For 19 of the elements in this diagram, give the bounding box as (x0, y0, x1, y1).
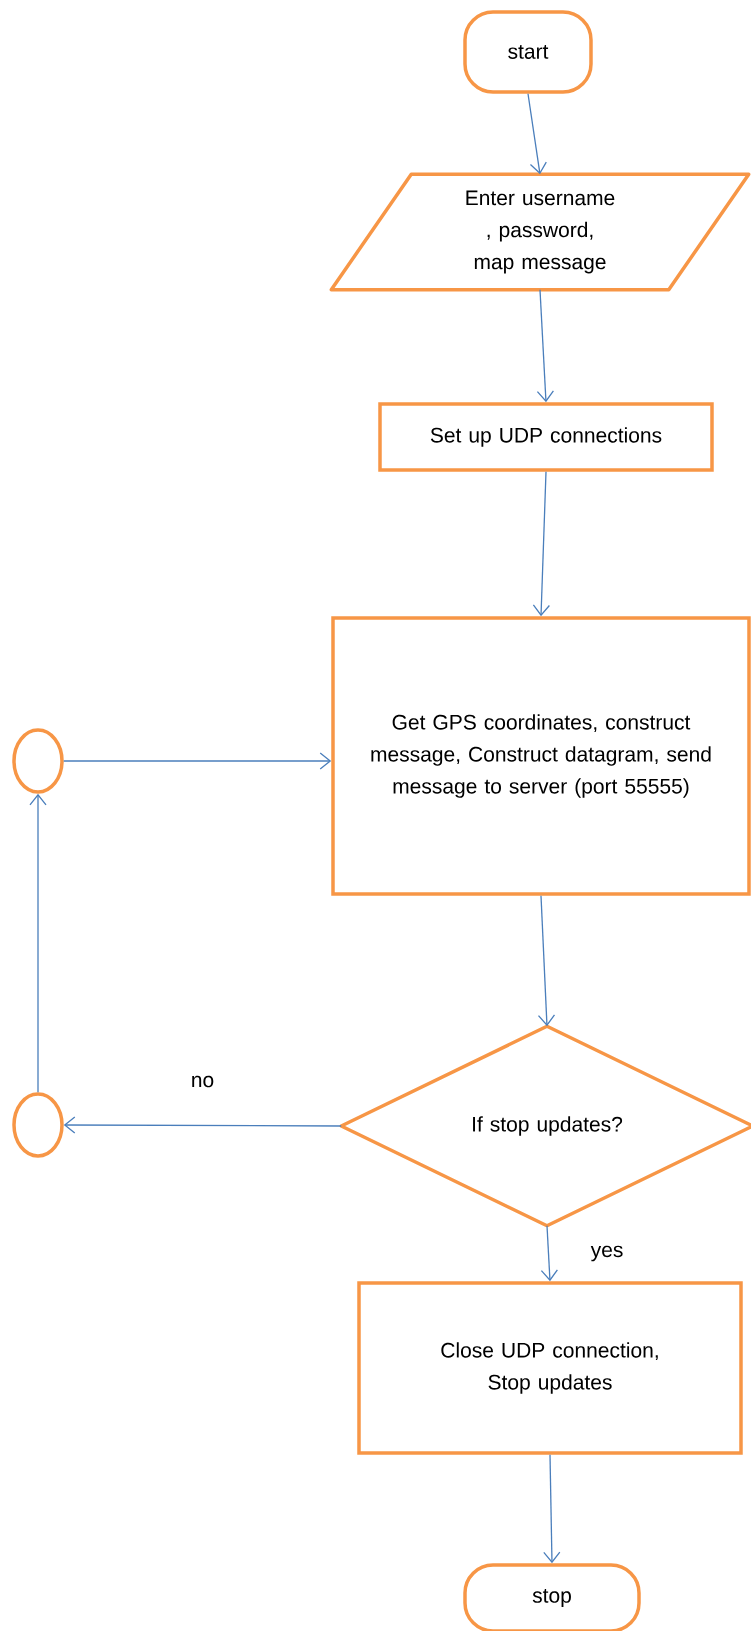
arrow (63, 752, 332, 770)
arrow (537, 895, 556, 1027)
edge-label: yes (588, 1243, 626, 1264)
connector-circle (12, 1092, 64, 1158)
arrow (536, 289, 555, 403)
terminal-box: start (463, 10, 593, 94)
input-parallelogram: Enter username , password, map message (329, 172, 751, 292)
arrow (527, 93, 547, 175)
arrow (543, 1454, 561, 1564)
connector-circle (12, 728, 64, 794)
process-box: Get GPS coordinates, construct message, Construct datagram, send message to server (port 55555) (331, 616, 751, 896)
arrow (540, 1225, 559, 1282)
arrow (532, 471, 551, 617)
process-box: Close UDP connection, Stop updates (357, 1281, 743, 1455)
process-box: Set up UDP connections (378, 402, 714, 472)
arrow (63, 1116, 342, 1134)
edge-label: no (188, 1073, 217, 1090)
terminal-box: stop (463, 1563, 641, 1631)
arrow (29, 793, 47, 1093)
